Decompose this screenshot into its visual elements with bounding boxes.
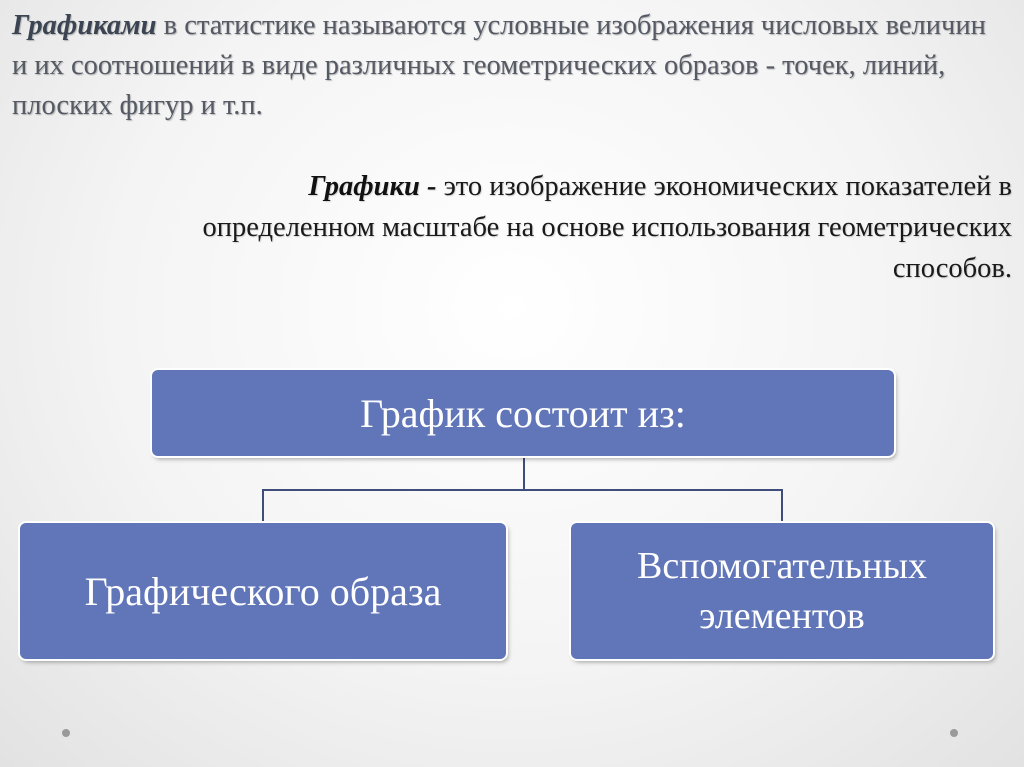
intro-text: в статистике называются условные изображ… <box>12 10 986 121</box>
prev-slide-dot-icon[interactable] <box>62 729 70 737</box>
diagram-root-label: График состоит из: <box>360 390 686 436</box>
definition-term: Графики - <box>308 171 437 202</box>
definition-paragraph: Графики - это изображение экономических … <box>132 166 1012 289</box>
diagram-child-label: Вспомогательных элементов <box>637 545 927 637</box>
diagram-child-auxiliary-elements: Вспомогательных элементов <box>571 523 993 659</box>
diagram-child-label: Графического образа <box>84 568 442 614</box>
diagram-child-graphic-image: Графического образа <box>20 523 506 659</box>
next-slide-dot-icon[interactable] <box>950 729 958 737</box>
diagram-root-box: График состоит из: <box>152 370 894 456</box>
intro-paragraph: Графиками в статистике называются условн… <box>12 6 1002 126</box>
definition-text: это изображение экономических показателе… <box>202 171 1012 284</box>
intro-term: Графиками <box>12 10 157 41</box>
